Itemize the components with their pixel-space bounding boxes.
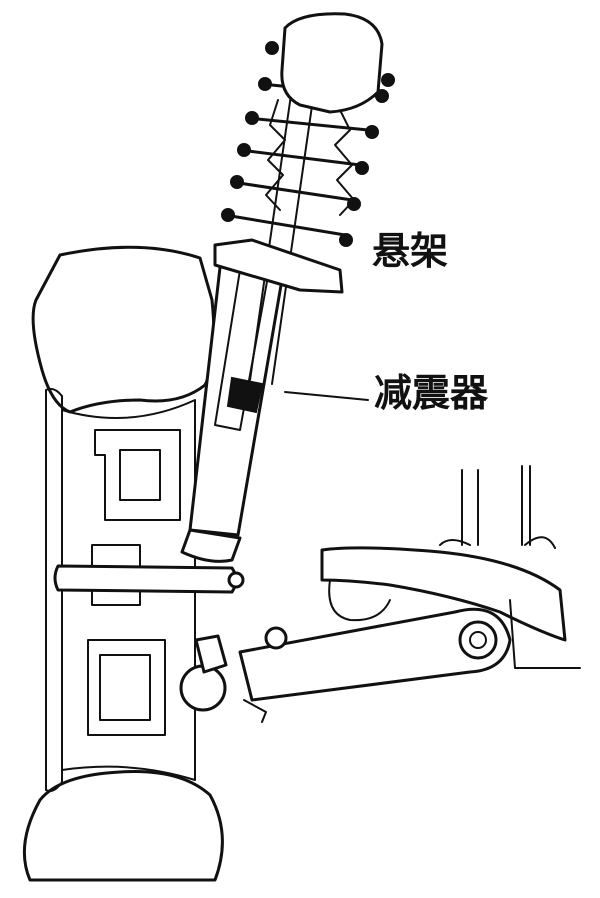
damper-piston [226, 376, 264, 414]
arm-link [243, 699, 267, 723]
ball-joint-stud [194, 634, 228, 674]
dust-boot [265, 99, 355, 216]
subframe-upright [461, 465, 531, 546]
subframe-bracket [439, 536, 556, 549]
subframe-lower [328, 579, 391, 622]
subframe [320, 546, 567, 642]
spring-seat [213, 238, 344, 294]
tire-upper [31, 245, 216, 414]
tie-rod-end [264, 626, 288, 650]
upper-mount [280, 12, 384, 114]
label-damper: 减震器 [374, 371, 489, 415]
hub-outline [94, 429, 181, 521]
arm-pivot [458, 620, 498, 660]
shaft-nut [227, 571, 245, 589]
brake-body [87, 639, 166, 736]
mount-stud-right [381, 73, 395, 87]
mount-stud-left [265, 41, 279, 55]
drive-shaft [53, 564, 238, 594]
leader-line-damper [284, 391, 369, 401]
piston-rod [249, 59, 319, 385]
arm-pivot-inner [469, 631, 487, 649]
damper-base [180, 528, 242, 563]
tire-lower [22, 770, 224, 882]
label-suspension: 悬架 [372, 229, 449, 273]
subframe-end [509, 599, 581, 669]
lower-control-arm [238, 607, 512, 702]
